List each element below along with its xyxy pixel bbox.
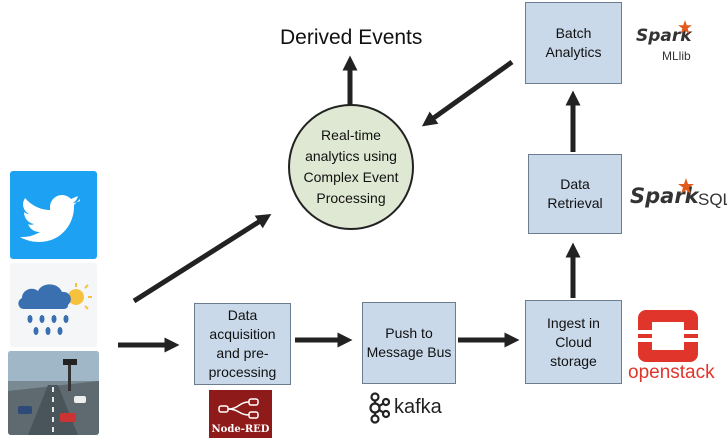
- openstack-logo: openstack: [626, 310, 726, 390]
- cep-node: Real-time analytics using Complex Event …: [288, 104, 414, 230]
- kafka-logo-text: kafka: [394, 396, 442, 418]
- acquisition-box: Data acquisition and pre- processing: [194, 303, 291, 385]
- traffic-camera-image: [8, 351, 99, 435]
- retrieval-box: Data Retrieval: [528, 154, 622, 234]
- spark-mllib-wordmark: Spark: [636, 26, 692, 46]
- nodered-logo: Node-RED: [209, 390, 272, 438]
- kafka-logo: kafka: [368, 392, 448, 424]
- arrow-sources-to-cep: [132, 213, 272, 304]
- spark-mllib-logo: Spark MLlib: [636, 18, 721, 66]
- nodered-logo-text: Node-RED: [211, 424, 270, 435]
- openstack-logo-text: openstack: [628, 362, 715, 383]
- spark-sql-logo: Spark SQL: [630, 178, 727, 218]
- spark-star-icon: [678, 20, 692, 34]
- spark-mllib-suffix: MLlib: [662, 49, 691, 63]
- spark-sql-suffix: SQL: [698, 190, 727, 209]
- batch-box: Batch Analytics: [525, 2, 622, 84]
- push-box: Push to Message Bus: [362, 302, 456, 384]
- derived-events-label: Derived Events: [280, 26, 423, 49]
- ingest-box: Ingest in Cloud storage: [525, 300, 622, 384]
- twitter-icon: [10, 171, 97, 259]
- spark-star-icon: [678, 178, 694, 194]
- arrow-batch-to-cep: [421, 59, 514, 127]
- weather-icon: [10, 263, 97, 347]
